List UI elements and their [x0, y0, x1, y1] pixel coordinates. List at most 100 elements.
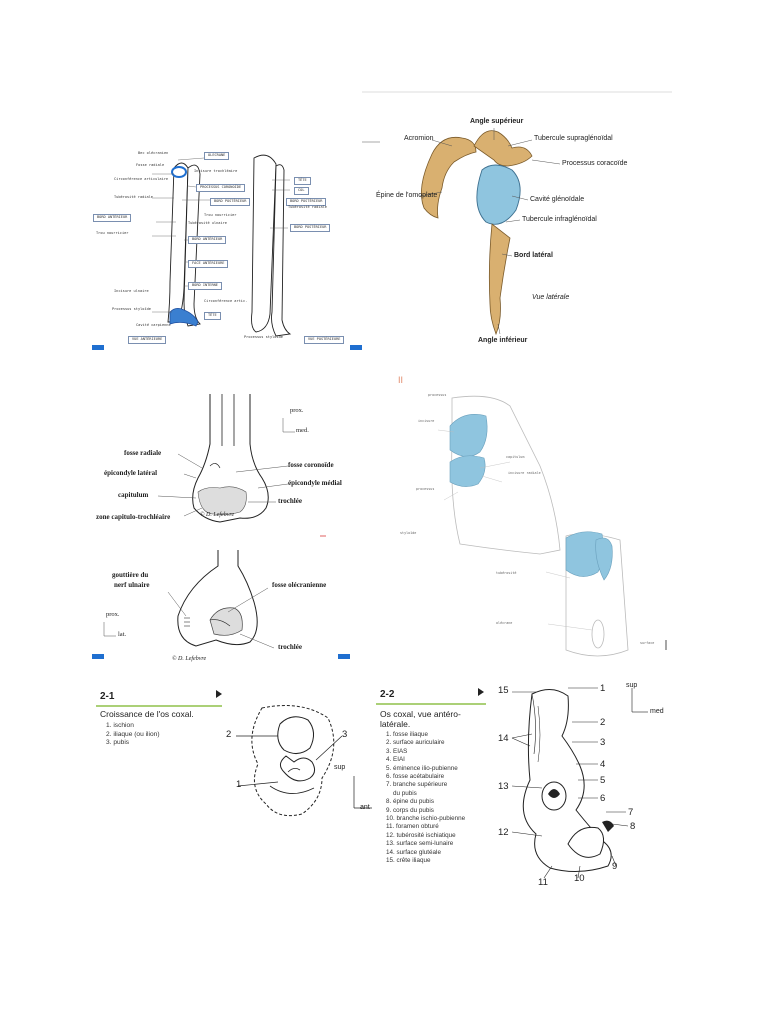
panel-marker: II: [398, 375, 404, 385]
copyright-lefebvre: © D. Lefebvre: [200, 512, 235, 518]
label-angle-inferieur: Angle inférieur: [478, 337, 528, 344]
label-epicondyle-lateral: épicondyle latéral: [104, 469, 158, 477]
legend-item: 12. tubérosité ischiatique: [386, 831, 456, 839]
label-bord-posterieur: BORD POSTÉRIEUR: [210, 198, 251, 206]
callout-15: 15: [498, 685, 509, 696]
label-sup: sup: [626, 682, 638, 689]
label-processus: processus: [428, 393, 447, 397]
callout-11: 11: [538, 877, 548, 888]
callout-10: 10: [574, 873, 585, 884]
label-cavite-carpienne: Cavité carpienne: [136, 323, 171, 327]
figure-title-line1: Os coxal, vue antéro-: [380, 709, 461, 719]
callout-3: 3: [342, 729, 348, 740]
label-prox: prox.: [106, 611, 120, 618]
legend-item: 7. branche supérieure: [386, 781, 448, 789]
label-epicondyle-medial: épicondyle médial: [288, 479, 342, 487]
coxal-growth-drawing: [96, 690, 372, 817]
label-tubercule-supraglenoidal: Tubercule supraglénoïdal: [534, 135, 613, 142]
panel-humerus-anterior: prox. med. fosse radiale épicondyle laté…: [92, 386, 360, 546]
label-bord-interne: BORD INTERNE: [188, 282, 222, 290]
label-tubercule-infraglenoidal: Tubercule infraglénoïdal: [522, 216, 597, 223]
label-capitulum: capitulum: [506, 455, 525, 459]
panel-humerus-posterior: gouttière du nerf ulnaire fosse olécrani…: [92, 546, 360, 668]
legend-item: 2. iliaque (ou ilion): [106, 730, 160, 738]
legend-item: 5. éminence ilio-pubienne: [386, 764, 458, 772]
label-fosse-radiale: Fosse radiale: [136, 163, 165, 167]
label-tuberosite-ulnaire: Tubérosité ulnaire: [188, 221, 227, 225]
label-trou-nourricier-2: Trou nourricier: [204, 213, 237, 217]
label-vue-anterieure: VUE ANTÉRIEURE: [128, 336, 167, 344]
label-olecrane: OLECRANE: [204, 152, 230, 160]
label-surface: surface: [640, 641, 655, 645]
callout-8: 8: [630, 821, 636, 832]
radius-ulna-drawing: [152, 154, 292, 337]
legend-item: 10. branche ischio-pubienne: [386, 815, 466, 823]
legend-item: 6. fosse acétabulaire: [386, 773, 445, 781]
legend-list: 1. ischion 2. iliaque (ou ilion) 3. pubi…: [106, 722, 160, 748]
corner-marker: [92, 654, 104, 659]
label-capitulum: capitulum: [118, 491, 149, 499]
label-circonference: Circonférence articulaire: [114, 177, 169, 181]
label-incisure: incisure: [418, 419, 435, 423]
legend-item: 9. corps du pubis: [386, 806, 434, 814]
callout-9: 9: [612, 861, 618, 872]
legend-item: 1. fosse iliaque: [386, 731, 429, 738]
legend-item: 11. foramen obturé: [386, 823, 439, 831]
label-styloide: styloïde: [400, 531, 417, 535]
coxal-anterolateral-drawing: [376, 687, 648, 879]
legend-item: 3. EIAS: [386, 747, 408, 755]
label-tuberosite-radiale: Tubérosité radiale: [114, 195, 153, 199]
label-ant: ant: [360, 804, 370, 811]
corner-marker: [92, 345, 104, 350]
label-processus-coronoide: PROCESSUS CORONOÏDE: [196, 184, 246, 192]
label-col-right: COL: [294, 187, 309, 195]
legend-item: 14. surface glutéale: [386, 848, 441, 856]
label-tete-right: TÊTE: [294, 177, 311, 185]
humerus-posterior-drawing: [103, 550, 275, 649]
label-incisure-trochleaire: Incisure trochléaire: [194, 169, 238, 173]
label-acromion: Acromion: [404, 135, 434, 142]
callout-14: 14: [498, 733, 509, 744]
figure-title-line2: latérale.: [380, 719, 411, 729]
label-olecrane: olécrane: [496, 621, 513, 625]
label-incisure-ulnaire: Incisure ulnaire: [114, 289, 149, 293]
figure-number: 2-2: [380, 689, 395, 700]
label-processus-styloide-right: Processus styloïde: [244, 335, 283, 339]
label-med: med.: [296, 427, 309, 434]
label-processus-styloide: Processus styloïde: [112, 307, 151, 311]
panel-coxal-growth: 2-1 Croissance de l'os coxal. 1. ischion…: [92, 680, 372, 894]
legend-item: 4. EIAI: [386, 756, 405, 764]
label-tuberosite: tubérosité: [496, 571, 517, 575]
label-prox: prox.: [290, 407, 304, 414]
label-circonference-artic: Circonférence artic.: [204, 299, 248, 303]
label-gouttiere-2: nerf ulnaire: [114, 581, 150, 589]
corner-marker: [350, 345, 362, 350]
label-processus-2: processus: [416, 487, 435, 491]
label-cavite-glenoidale: Cavité glénoïdale: [530, 196, 585, 203]
label-vue-posterieure: VUE POSTÉRIEURE: [304, 336, 345, 344]
copyright-lefebvre: © D. Lefebvre: [172, 656, 207, 662]
label-bord-anterieur: BORD ANTÉRIEUR: [188, 236, 227, 244]
label-fosse-radiale: fosse radiale: [124, 449, 162, 457]
panel-coxal-anterolateral: 2-2 Os coxal, vue antéro- latérale. 1. f…: [372, 676, 676, 894]
legend-list: 1. fosse iliaque 2. surface auriculaire …: [386, 731, 465, 866]
label-fosse-coronoide: fosse coronoïde: [288, 461, 334, 469]
callout-5: 5: [600, 775, 606, 786]
label-face-anterieure: FACE ANTÉRIEURE: [188, 260, 229, 268]
legend-item: du pubis: [386, 789, 417, 797]
callout-6: 6: [600, 793, 606, 804]
callout-1: 1: [236, 779, 242, 790]
label-trou-nourricier: Trou nourricier: [96, 231, 129, 235]
callout-1: 1: [600, 683, 606, 694]
legend-item: 2. surface auriculaire: [386, 739, 445, 747]
label-tuberosite-radiale-right: Tubérosité radiale: [288, 205, 327, 209]
label-bord-posterieur-right: BORD POSTÉRIEUR: [286, 198, 327, 206]
figure-title: Croissance de l'os coxal.: [100, 709, 194, 719]
humerus-anterior-drawing: [157, 394, 326, 537]
callout-7: 7: [628, 807, 634, 818]
label-fosse-olecranienne: fosse olécranienne: [272, 581, 327, 589]
label-bord-anterieur-left: BORD ANTÉRIEUR: [93, 214, 132, 222]
callout-2: 2: [600, 717, 606, 728]
label-bord-posterieur-right-2: BORD POSTÉRIEUR: [290, 224, 331, 232]
legend-item: 3. pubis: [106, 739, 130, 747]
